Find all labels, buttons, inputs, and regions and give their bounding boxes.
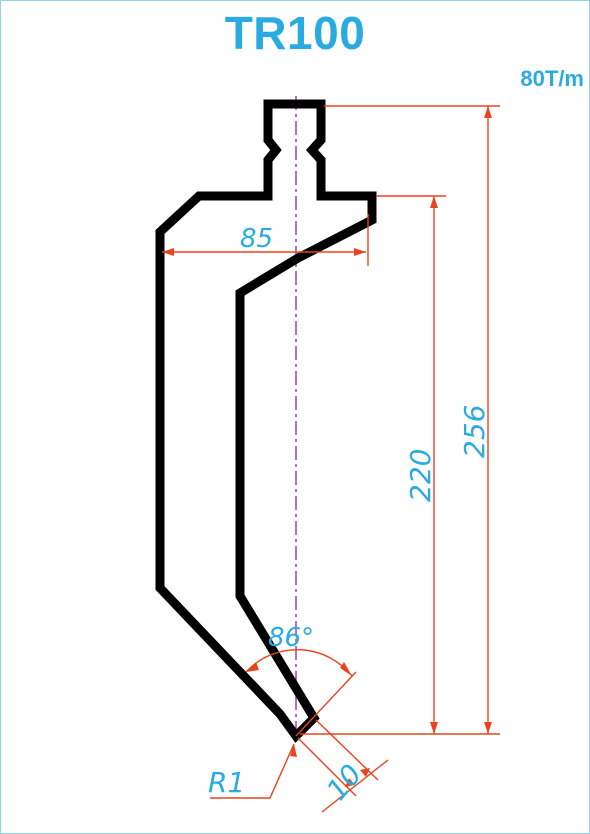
tip-width-dimension-label: 10 [320,758,368,807]
tool-title: TR100 [224,7,366,59]
total-height-dimension-label: 256 [458,405,491,458]
working-height-dimension-label: 220 [404,449,437,502]
width-dimension-label: 85 [240,224,273,254]
punch-profile [155,99,377,743]
tonnage-label: 80T/m [520,66,584,91]
radius-dimension-label: R1 [208,766,245,799]
angle-dimension-label: 86° [268,623,314,653]
